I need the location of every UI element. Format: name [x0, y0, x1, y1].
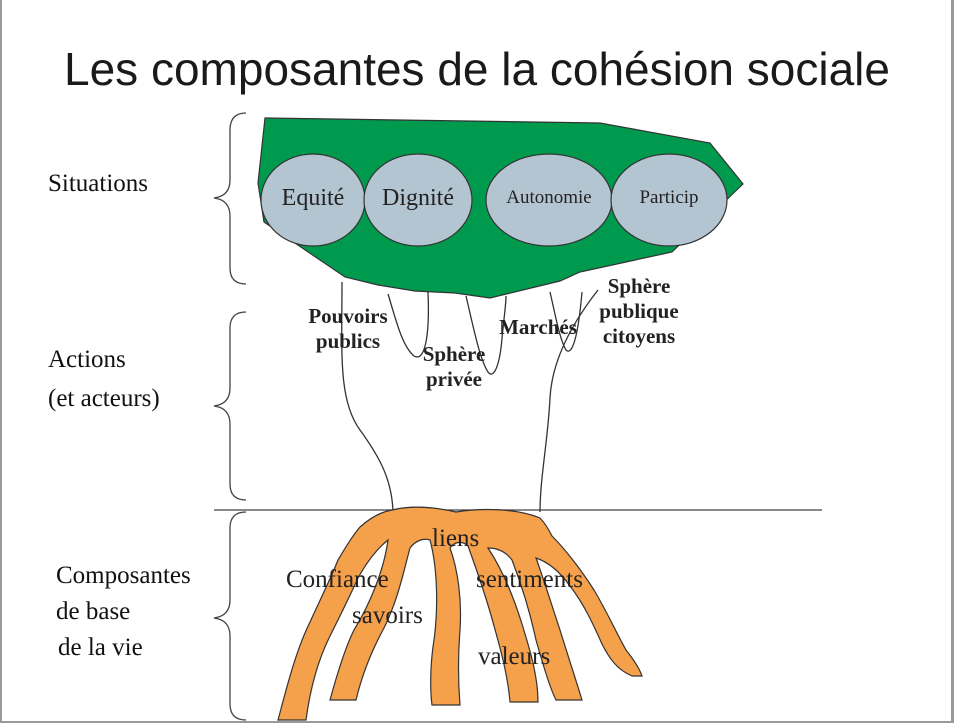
slide-title: Les composantes de la cohésion sociale — [64, 43, 890, 95]
brace-situations — [213, 112, 247, 285]
level-label-base-line2: de base — [56, 598, 131, 625]
circle-dignite — [363, 153, 473, 247]
actor-sphere-privee: Sphère privée — [404, 342, 504, 392]
branch-prive-marches — [465, 295, 507, 375]
actor-pouvoirs-line1: Pouvoirs — [308, 304, 388, 328]
level-label-situations: Situations — [48, 170, 149, 197]
level-label-actions-sub: (et acteurs) — [48, 385, 160, 412]
actor-publique-line1: Sphère — [607, 274, 671, 298]
branch-pouvoirs — [387, 291, 430, 358]
trunk-left — [341, 281, 394, 513]
frame-right-border — [951, 0, 954, 723]
level-label-base-line1: Composantes — [56, 562, 191, 589]
frame-bottom-border — [0, 721, 954, 723]
actor-sphere-publique: Sphère publique citoyens — [584, 274, 694, 349]
roots — [277, 506, 643, 721]
actor-pouvoirs-publics: Pouvoirs publics — [298, 304, 398, 354]
root-label-valeurs: valeurs — [478, 643, 551, 670]
actor-privee-line1: Sphère — [422, 342, 486, 366]
brace-base — [213, 511, 247, 721]
situation-participation: Particip — [639, 187, 699, 208]
situation-equite: Equité — [281, 185, 345, 211]
actor-publique-line3: citoyens — [602, 324, 676, 348]
root-label-confiance: Confiance — [286, 566, 389, 593]
level-label-base-line3: de la vie — [58, 634, 143, 661]
actor-pouvoirs-line2: publics — [315, 329, 381, 353]
frame-left-border — [0, 0, 2, 723]
root-label-savoirs: savoirs — [352, 602, 423, 629]
level-label-actions: Actions — [48, 346, 126, 373]
actor-publique-line2: publique — [599, 299, 679, 323]
situation-dignite: Dignité — [382, 185, 454, 211]
branch-publique — [549, 291, 583, 352]
root-label-sentiments: sentiments — [476, 566, 583, 593]
actor-marches: Marchés — [499, 315, 577, 339]
situation-autonomie: Autonomie — [506, 187, 592, 208]
root-label-liens: liens — [432, 525, 480, 552]
actor-privee-line2: privée — [426, 367, 482, 391]
brace-actions — [213, 311, 247, 501]
trunk-right — [539, 289, 599, 513]
circle-particip — [610, 153, 728, 247]
